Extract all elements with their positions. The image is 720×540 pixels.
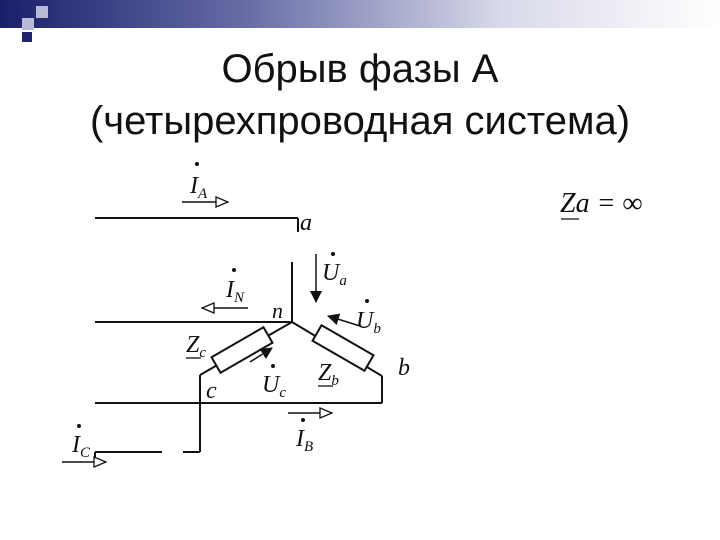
dot-current-b (301, 418, 305, 422)
label-current-b: IB (295, 426, 313, 455)
decor-square-dark (22, 32, 32, 42)
header-decoration-band (0, 0, 720, 28)
label-current-c: IC (71, 432, 91, 461)
dot-current-n (232, 268, 236, 272)
label-impedance-c: Zc (186, 332, 206, 361)
decor-square-light (36, 6, 48, 18)
arrow-voltage-c (249, 347, 273, 363)
condition-equation: Za = ∞ (560, 188, 642, 219)
label-voltage-b: Ub (356, 308, 381, 337)
impedance-zb (311, 323, 375, 373)
decor-square-dark (8, 6, 20, 18)
decor-square-light (22, 18, 34, 30)
dot-voltage-a (331, 252, 335, 256)
label-voltage-a: Ua (322, 260, 347, 289)
node-label-b: b (398, 355, 410, 381)
impedance-zc (210, 325, 274, 375)
dot-current-c (77, 424, 81, 428)
label-current-n: IN (225, 277, 245, 306)
node-label-n: n (272, 298, 283, 323)
node-label-a: a (300, 210, 312, 236)
dot-voltage-b (365, 299, 369, 303)
dot-current-a (195, 162, 199, 166)
label-voltage-c: Uc (262, 372, 286, 401)
dot-voltage-c (271, 364, 275, 368)
arrow-voltage-b (327, 313, 361, 327)
label-impedance-b: Zb (318, 360, 339, 389)
slide-title-line-2: (четырехпроводная система) (89, 99, 631, 143)
node-label-c: c (206, 378, 217, 404)
slide-title-line-1: Обрыв фазы А (221, 47, 499, 91)
label-current-a: IA (189, 173, 208, 202)
